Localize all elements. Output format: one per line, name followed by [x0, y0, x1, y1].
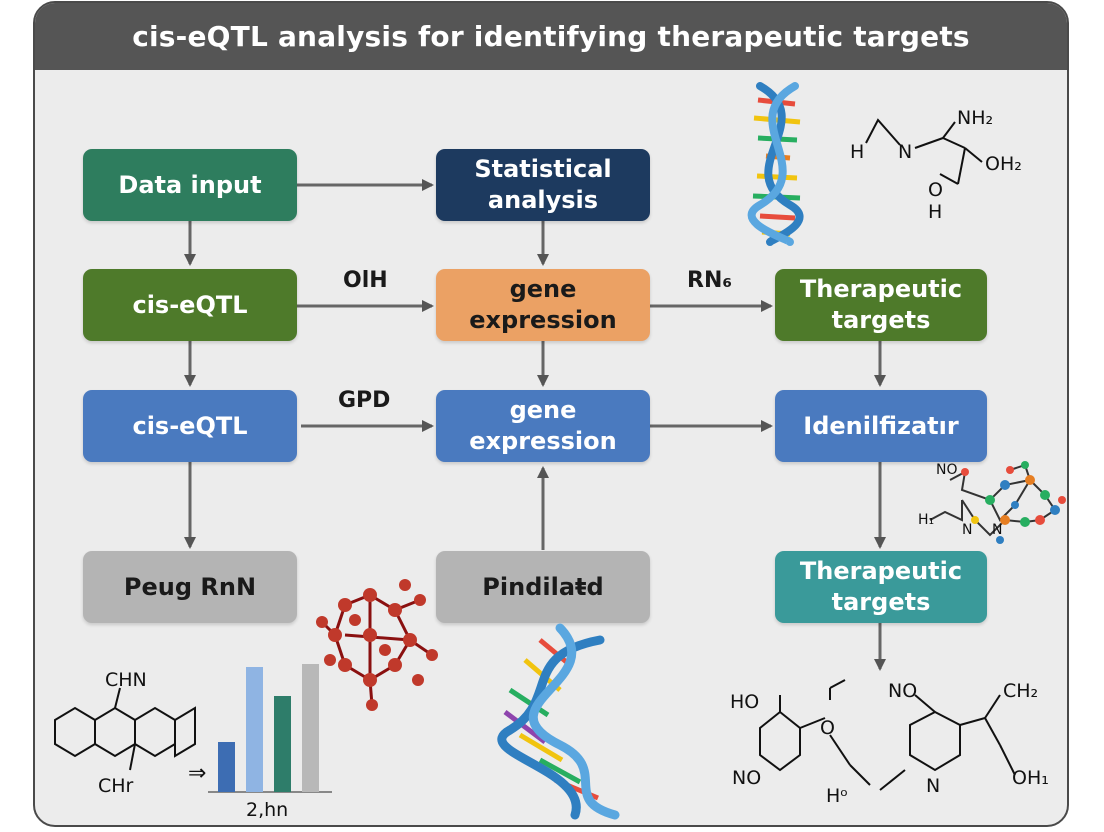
edge-label-olh: OlH [343, 268, 388, 293]
node-pindilated[interactable]: Pindilaŧd [436, 551, 650, 623]
chem-br-no1-label: NO [888, 680, 917, 702]
chem-chr-label: CHr [98, 775, 134, 797]
node-statistical-label-2: analysis [487, 186, 599, 214]
title-bar: cis-eQTL analysis for identifying therap… [35, 3, 1067, 70]
chem-br-ch2-label: CH₂ [1003, 680, 1038, 702]
node-gene-expression-orange-label: gene expression [469, 275, 617, 334]
chem-h-label: H [850, 141, 864, 163]
chem-br-no2-label: NO [732, 767, 761, 789]
chem-right-no-label: NO [936, 462, 958, 478]
molecule-icon-bottom-right [759, 679, 1016, 791]
chem-h2-label: H [928, 201, 942, 223]
edge-label-gpd: GPD [338, 388, 391, 413]
node-statistical-label-1: Statistical [474, 155, 612, 183]
diagram-title: cis-eQTL analysis for identifying therap… [132, 20, 970, 53]
node-therapeutic-teal-label-1: Therapeutic [799, 557, 963, 585]
node-therapeutic-targets-green[interactable]: Therapeutic targets [775, 269, 987, 341]
bar-axis-label: 2,hn [246, 799, 288, 821]
node-identification[interactable]: Idenilfizatır [775, 390, 987, 462]
molecule-icon-left [54, 687, 196, 771]
edge-label-rn6: RN₆ [687, 268, 732, 293]
dna-helix-icon-bottom [497, 623, 620, 820]
chem-n-label: N [898, 141, 912, 163]
node-peug-rnn[interactable]: Peug RnN [83, 551, 297, 623]
node-cis-eqtl-blue-label: cis-eQTL [132, 411, 248, 440]
chem-br-ho2-label: Hᵒ [826, 785, 848, 807]
chem-chn-label: CHN [105, 669, 147, 691]
node-peug-rnn-label: Peug RnN [123, 572, 257, 601]
chem-oh2-label: OH₂ [985, 153, 1022, 175]
node-identification-label: Idenilfizatır [803, 411, 959, 440]
node-gene-expression-blue-label: gene expression [469, 396, 617, 455]
node-pindilated-label: Pindilaŧd [482, 572, 604, 601]
node-gene-expression-orange[interactable]: gene expression [436, 269, 650, 341]
node-gene-expression-blue[interactable]: gene expression [436, 390, 650, 462]
chem-br-o-label: O [820, 717, 835, 739]
chem-nh2-label: NH₂ [957, 107, 993, 129]
chem-br-ho-label: HO [730, 691, 759, 713]
node-therapeutic-green-label-1: Therapeutic [799, 275, 963, 303]
molecule-atoms-red [316, 579, 438, 711]
node-cis-eqtl-blue[interactable]: cis-eQTL [83, 390, 297, 462]
node-data-input-label: Data input [118, 170, 262, 199]
molecule-atoms-right [961, 461, 1066, 544]
chem-right-n2-label: N [992, 522, 1002, 538]
node-therapeutic-targets-teal[interactable]: Therapeutic targets [775, 551, 987, 623]
chem-arrow-glyph: ⇒ [188, 761, 206, 786]
molecule-icon-red-cluster [320, 593, 433, 706]
node-therapeutic-teal-label-2: targets [831, 588, 931, 616]
node-statistical-analysis[interactable]: Statistical analysis [436, 149, 650, 221]
chem-right-n1-label: N [962, 522, 972, 538]
node-cis-eqtl-green[interactable]: cis-eQTL [83, 269, 297, 341]
node-therapeutic-green-label-2: targets [831, 306, 931, 334]
chem-br-n-label: N [926, 775, 940, 797]
dna-helix-icon-top [747, 82, 804, 246]
node-data-input[interactable]: Data input [83, 149, 297, 221]
mini-bar-chart-icon [208, 664, 332, 793]
molecule-icon-top-right [865, 118, 983, 185]
chem-o-label: O [928, 179, 943, 201]
chem-br-oh1-label: OH₁ [1012, 767, 1049, 789]
node-cis-eqtl-green-label: cis-eQTL [132, 290, 248, 319]
chem-right-h1-label: H₁ [918, 512, 934, 528]
